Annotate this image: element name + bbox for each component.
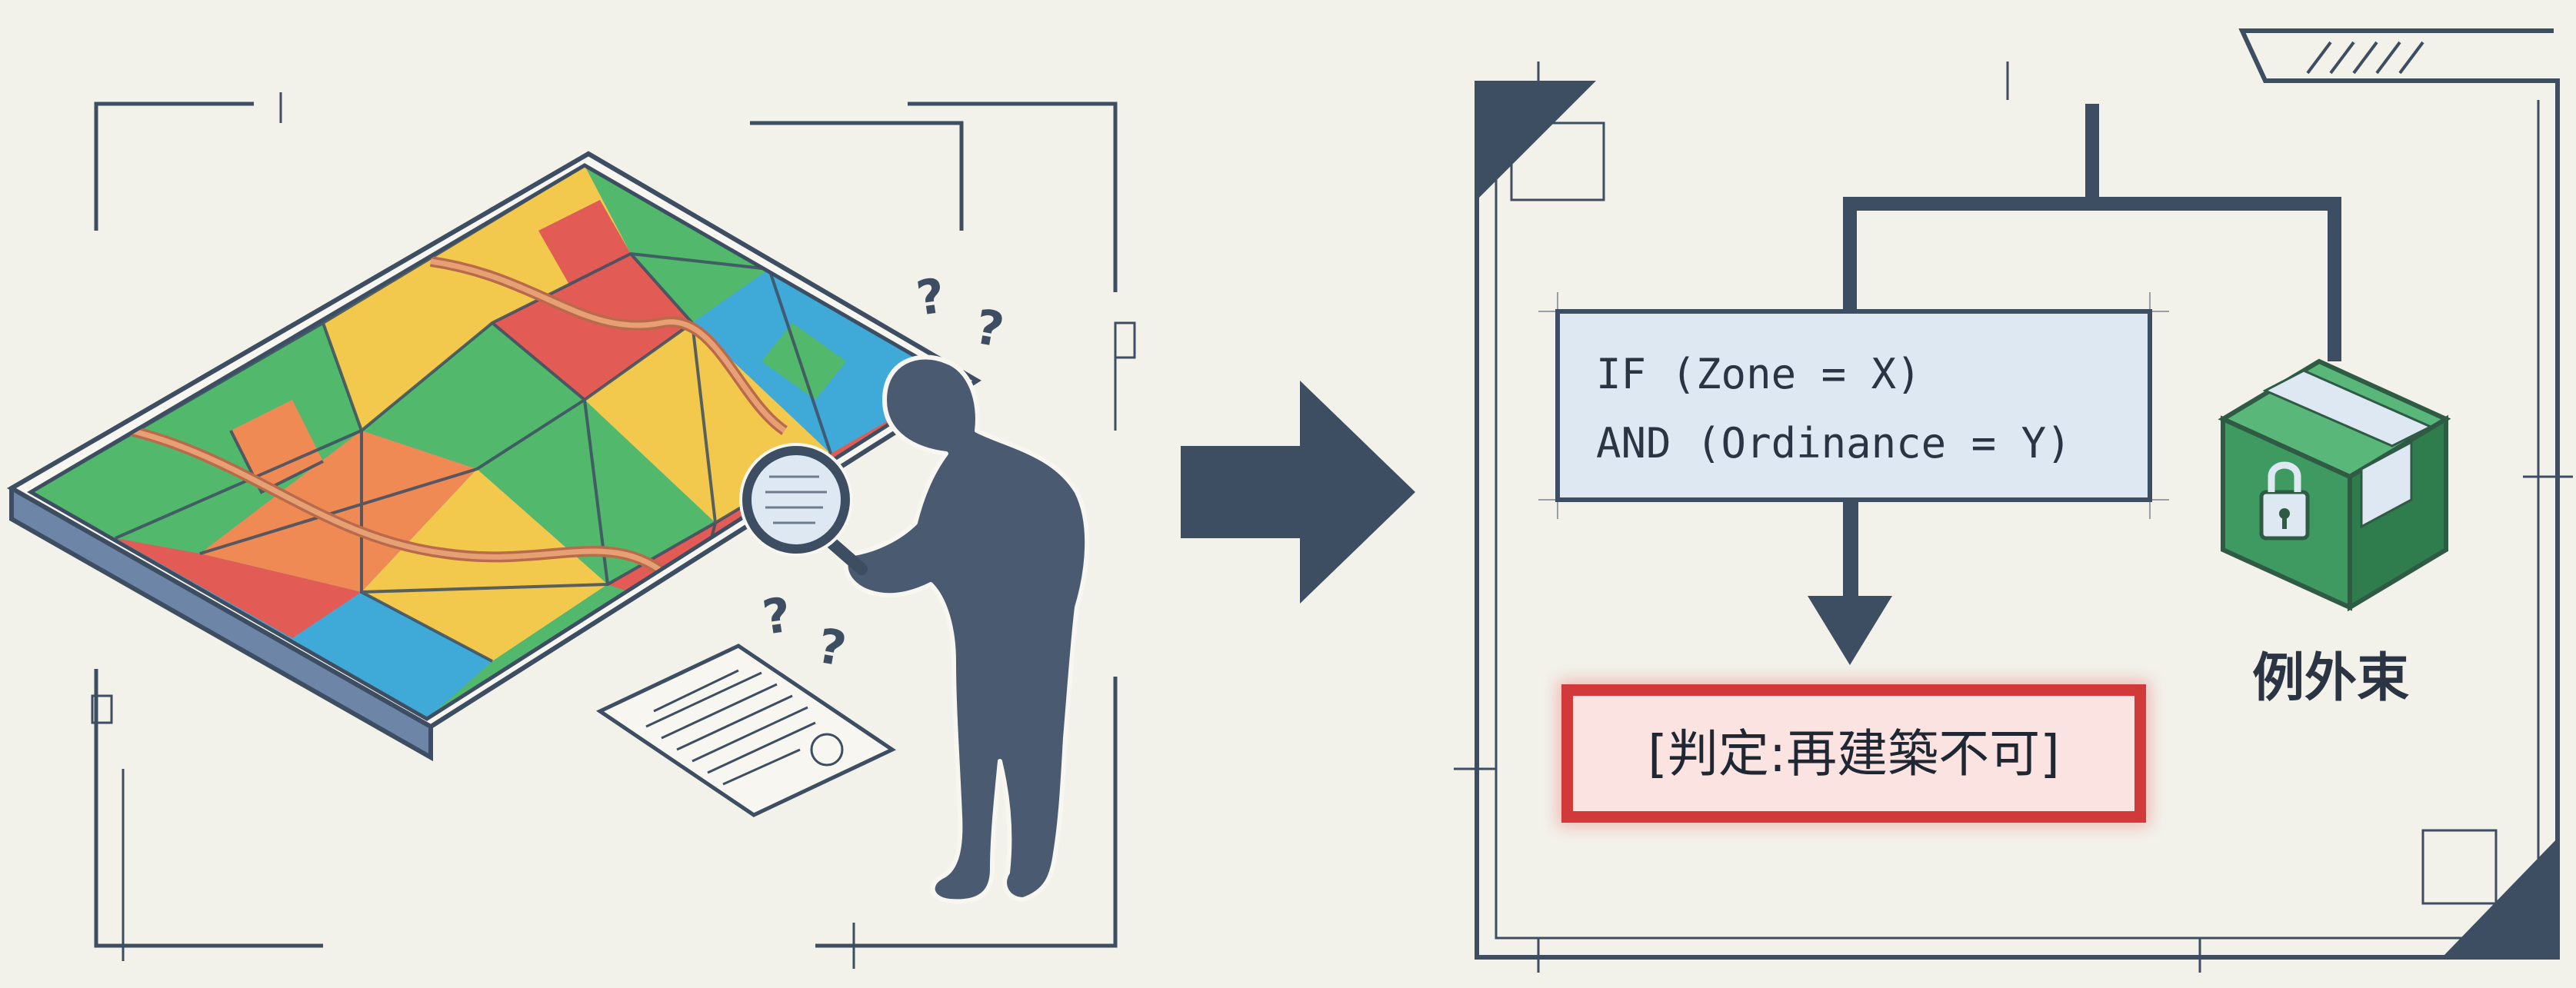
svg-text:?: ? (759, 587, 795, 646)
condition-box: IF (Zone = X) AND (Ordinance = Y) (1538, 292, 2169, 519)
person-with-magnifier-icon (739, 354, 1090, 904)
verdict-label: [判定:再建築不可] (1648, 724, 2060, 783)
document-icon (595, 644, 897, 817)
arrow-right-icon (1181, 381, 1415, 604)
condition-line-2: AND (Ordinance = Y) (1596, 419, 2071, 467)
zoning-map-icon (6, 151, 981, 762)
verdict-box: [判定:再建築不可] (1558, 680, 2150, 827)
right-frame (1454, 28, 2573, 973)
flow-connectors (1843, 104, 2341, 361)
exception-label: 例外束 (2252, 648, 2409, 709)
right-panel: IF (Zone = X) AND (Ordinance = Y) [判定:再建… (1454, 28, 2573, 973)
svg-text:?: ? (913, 268, 948, 327)
left-panel: ? ? ? ? (6, 92, 1136, 969)
svg-text:?: ? (813, 617, 850, 677)
condition-line-1: IF (Zone = X) (1596, 350, 1921, 398)
left-frame-brackets (91, 92, 1136, 969)
corner-accent-top-left (1477, 81, 1596, 200)
locked-box-icon (2218, 358, 2451, 612)
corner-accent-bottom-right (2442, 838, 2558, 957)
svg-text:?: ? (971, 298, 1008, 358)
arrow-down-icon (1808, 500, 1892, 665)
corner-hatching (2306, 41, 2424, 75)
